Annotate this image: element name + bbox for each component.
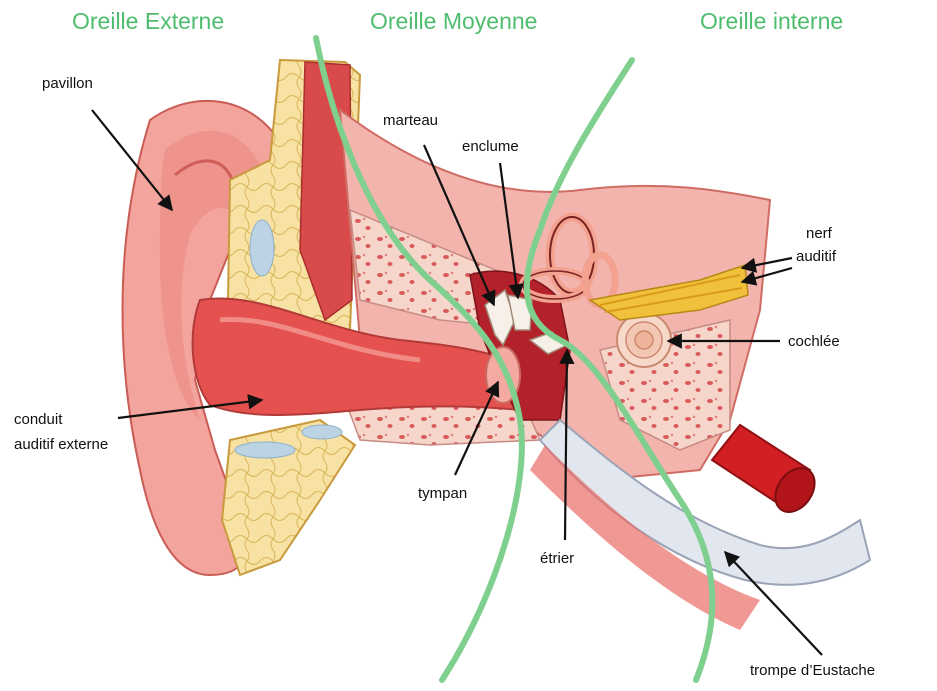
label-conduit-line1: conduit bbox=[14, 409, 62, 431]
label-cochlee: cochlée bbox=[788, 331, 840, 353]
cochlea bbox=[617, 313, 671, 367]
label-marteau: marteau bbox=[383, 110, 438, 132]
label-nerf-line2: auditif bbox=[796, 246, 836, 268]
label-trompe: trompe d’Eustache bbox=[750, 660, 875, 682]
title-inner-ear: Oreille interne bbox=[700, 8, 843, 35]
label-tympan: tympan bbox=[418, 483, 467, 505]
label-etrier: étrier bbox=[540, 548, 574, 570]
label-conduit-line2: auditif externe bbox=[14, 434, 108, 456]
label-enclume: enclume bbox=[462, 136, 519, 158]
title-outer-ear: Oreille Externe bbox=[72, 8, 224, 35]
label-pavillon: pavillon bbox=[42, 73, 93, 95]
lower-cartilage bbox=[222, 420, 355, 575]
label-nerf-line1: nerf bbox=[806, 223, 832, 245]
carotid-artery bbox=[712, 425, 823, 519]
title-middle-ear: Oreille Moyenne bbox=[370, 8, 537, 35]
